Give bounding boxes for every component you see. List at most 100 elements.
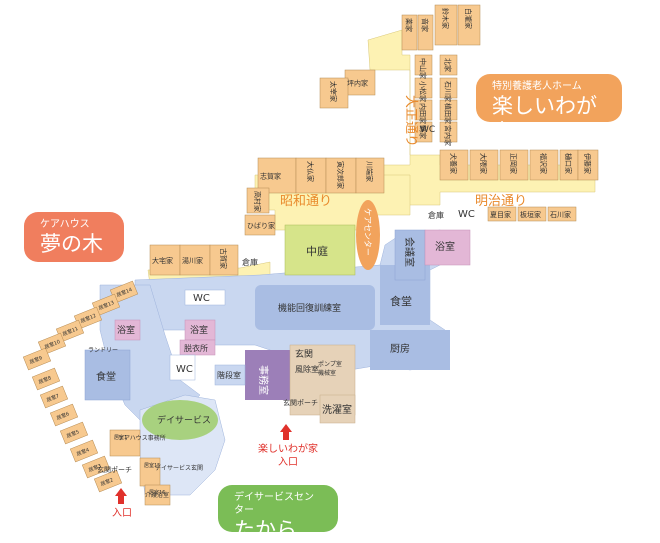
house-room [439, 99, 458, 121]
street-meiji: 明治通り [475, 194, 527, 209]
label-kikaishitsu: 機械室 [318, 369, 336, 377]
house-label: 音家 [421, 18, 430, 32]
entrances: 楽しいわが家 入口 入口 [112, 424, 318, 519]
carehouse-label: 居室6 [55, 410, 70, 421]
house-label: 伊藤家 [583, 153, 592, 174]
house-label: 高村家 [253, 191, 262, 212]
badge-yume-main: 夢の木 [40, 232, 103, 256]
label-kaidan: 階段室 [217, 370, 241, 380]
house-label: 川端家 [365, 161, 374, 182]
house-room [439, 149, 469, 181]
house-label: 北家 [444, 58, 453, 72]
house-room [295, 157, 327, 194]
label-wc-mid: WC [176, 364, 193, 375]
label-pump: ポンプ室 [318, 360, 342, 368]
street-taisho: 大正通り [403, 95, 418, 147]
room-labels: 中庭 ケアセンター 機能回復訓練室 食堂 会議室 浴室 厨房 事務室 玄関 風除… [88, 125, 475, 499]
house-label: 夏目家 [490, 210, 511, 219]
badge-takara-sub: デイサービスセンター [234, 492, 314, 516]
house-room [529, 149, 559, 181]
kitchen [370, 330, 450, 370]
house-label: 湯川家 [182, 256, 203, 265]
house-room [547, 206, 577, 222]
house-label: 小松家 [419, 81, 428, 102]
bath-left [114, 319, 141, 341]
house-label: 正岡家 [509, 153, 518, 174]
street-labels: 大正通り 昭和通り 明治通り [280, 95, 527, 209]
house-label: 植田家 [444, 103, 453, 124]
label-care-center: ケアセンター [363, 208, 372, 256]
house-label: 坪内家 [347, 79, 368, 88]
house-room [417, 14, 434, 51]
halls [84, 200, 471, 440]
entrance-main-arrow [280, 424, 292, 440]
bath-right [424, 229, 471, 266]
dressing-room [179, 339, 216, 356]
label-carehouse-office: ケアハウス事務所 [118, 434, 166, 442]
corridor-taisho [359, 29, 596, 206]
carehouse-room [109, 429, 141, 457]
house-label: 大隈家 [479, 153, 488, 174]
house-room [257, 157, 297, 194]
house-label: 石川家 [444, 81, 453, 102]
house-room [469, 149, 499, 181]
carehouse-label: 居室8 [37, 374, 52, 385]
house-room [487, 206, 517, 222]
house-rooms [149, 4, 599, 276]
carehouse-label: 居室7 [45, 392, 60, 403]
office [245, 350, 290, 400]
label-genkan: 玄関 [295, 348, 313, 360]
house-room [434, 4, 458, 46]
house-label: 樋口家 [564, 153, 573, 174]
house-room [246, 187, 270, 214]
stair-room [214, 364, 246, 386]
badge-tanoshii-sub: 特別養護老人ホーム [492, 81, 582, 92]
label-wc-right: WC [458, 209, 475, 220]
house-room [577, 149, 599, 181]
label-yokushitsu-right: 浴室 [435, 240, 455, 253]
house-room [355, 157, 385, 194]
house-label: 鶴家 [419, 125, 428, 139]
label-chubo: 厨房 [390, 342, 410, 355]
laundry-room [319, 394, 356, 424]
label-laundry: ランドリー [88, 347, 118, 354]
carehouse-room [31, 367, 61, 391]
label-datsuisho: 脱衣所 [184, 343, 208, 353]
label-kaigishitsu: 会議室 [403, 237, 416, 267]
label-sentaku: 洗濯室 [322, 403, 352, 416]
entrance-main-name: 楽しいわが家 [258, 442, 318, 455]
wc-mid-room [169, 354, 196, 381]
badge-tanoshii-main: 楽しいわが家 [492, 94, 597, 144]
label-jimusho: 事務室 [257, 365, 270, 395]
house-label: 福沢家 [539, 153, 548, 174]
house-label: 志賀家 [260, 172, 281, 181]
carehouse-room [22, 347, 52, 371]
house-label: 内田家 [419, 103, 428, 124]
house-room [439, 77, 458, 99]
care-center [356, 200, 380, 270]
label-nakaniwa: 中庭 [306, 244, 328, 258]
day-service-room [142, 400, 218, 440]
house-label: 太宰家 [329, 81, 338, 102]
house-room [439, 54, 458, 76]
carehouse-label: 居室4 [75, 446, 90, 457]
house-label: 中山家 [419, 58, 428, 79]
label-sogo: 倉庫 [242, 257, 258, 267]
carehouse-label: 居室15 [144, 462, 160, 469]
street-showa: 昭和通り [280, 194, 332, 209]
house-label: 石川家 [550, 210, 571, 219]
label-kikai: 機能回復訓練室 [278, 302, 341, 314]
label-wc-center: WC [193, 293, 210, 304]
carehouse-label: 居室2 [99, 476, 114, 487]
house-label: 板垣家 [520, 210, 541, 219]
house-room [414, 77, 433, 99]
label-furo: 風除室 [295, 364, 319, 374]
house-room [401, 14, 418, 51]
meeting-room [394, 229, 426, 281]
carehouse-label: 居室16 [149, 489, 165, 496]
entrance-left-arrow [115, 488, 127, 504]
carehouse-room [39, 385, 69, 409]
house-label: 大宅家 [152, 256, 173, 265]
house-room [149, 244, 181, 276]
wc-center-room [184, 289, 226, 306]
